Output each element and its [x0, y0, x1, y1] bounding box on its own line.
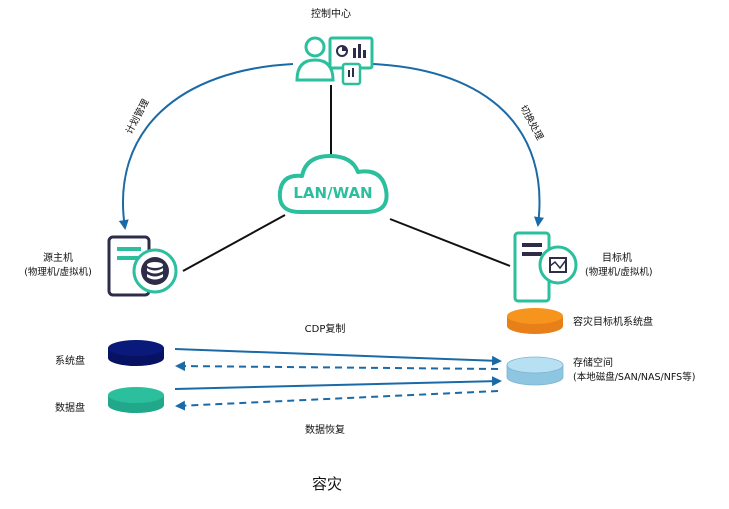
cloud-to-target-line	[389, 218, 511, 267]
storage-space-subtitle: (本地磁盘/SAN/NAS/NFS等)	[573, 371, 695, 383]
diagram-caption: 容灾	[312, 475, 342, 493]
lan-wan-cloud-icon	[277, 154, 389, 214]
plan-management-arrow	[118, 63, 294, 230]
system-disk-label: 系统盘	[55, 354, 85, 367]
storage-space-title: 存储空间	[573, 356, 613, 369]
switch-handling-label: 切换处理	[517, 103, 546, 143]
control-center-label: 控制中心	[311, 7, 351, 20]
system-disk-icon	[108, 340, 164, 366]
data-recovery-arrow-system	[175, 361, 499, 372]
target-system-disk-label: 容灾目标机系统盘	[573, 315, 653, 328]
switch-handling-arrow	[372, 63, 544, 227]
data-disk-icon	[108, 387, 164, 413]
plan-management-label: 计划管理	[123, 97, 152, 137]
source-host-subtitle: (物理机/虚拟机)	[24, 266, 92, 278]
storage-space-icon	[506, 356, 564, 386]
cloud-to-source-line	[182, 214, 286, 272]
data-recovery-label: 数据恢复	[305, 423, 345, 436]
source-host-title: 源主机	[43, 251, 73, 264]
source-host-icon	[107, 235, 178, 297]
cdp-replication-label: CDP复制	[305, 322, 346, 335]
cdp-replication-arrow-system	[174, 348, 502, 366]
control-center-icon	[295, 36, 374, 86]
cdp-replication-arrow-data	[174, 376, 502, 390]
lan-wan-label: LAN/WAN	[293, 184, 372, 202]
target-host-icon	[513, 231, 578, 303]
data-recovery-arrow-data	[175, 390, 499, 411]
target-system-disk-icon	[507, 308, 563, 334]
target-host-title: 目标机	[602, 251, 632, 264]
data-disk-label: 数据盘	[55, 401, 85, 414]
target-host-subtitle: (物理机/虚拟机)	[585, 266, 653, 278]
